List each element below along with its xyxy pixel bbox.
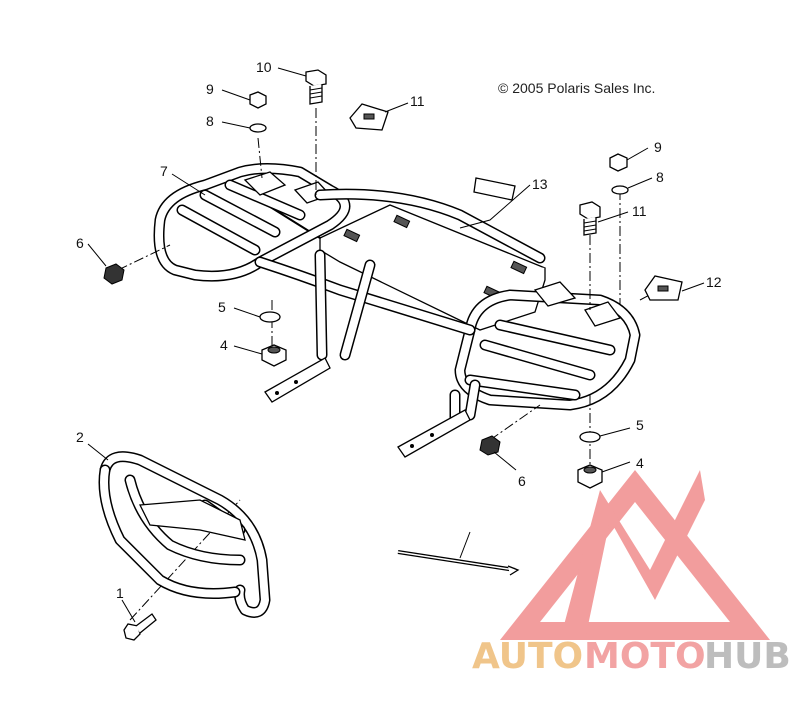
front-bumper-2 (98, 451, 271, 618)
watermark-logo (500, 470, 770, 640)
callout-6-right: 6 (518, 473, 526, 489)
callout-2: 2 (76, 429, 84, 445)
leader-lines (87, 67, 705, 623)
watermark-moto: MOTO (584, 636, 706, 677)
decal-12 (473, 177, 516, 201)
washer-8-left (249, 123, 267, 133)
callout-10-right: 11 (632, 203, 647, 219)
callout-labels: 10 9 8 11 7 6 5 4 9 8 11 12 13 5 4 6 2 1 (76, 59, 722, 601)
callout-1: 1 (116, 585, 124, 601)
watermark-auto: AUTO (472, 636, 583, 677)
nut-9-left (249, 91, 267, 109)
bolt-1 (123, 613, 157, 641)
clamp-11-left (349, 103, 389, 131)
install-lines (117, 108, 656, 621)
nut-4-right (577, 464, 603, 489)
washer-5-left (259, 311, 281, 323)
callout-9-right: 9 (654, 139, 662, 155)
callout-11-left: 11 (410, 93, 425, 109)
callout-8-right: 8 (656, 169, 664, 185)
callout-5-right: 5 (636, 417, 644, 433)
callout-8-left: 8 (206, 113, 214, 129)
callout-9-left: 9 (206, 81, 214, 97)
callout-5-left: 5 (218, 299, 226, 315)
rear-rack-frame (153, 163, 641, 458)
watermark-wordmark: AUTO MOTO HUB (472, 636, 791, 677)
copyright-text: © 2005 Polaris Sales Inc. (498, 80, 655, 96)
callout-12: 13 (532, 176, 548, 192)
nut-9-right (609, 153, 628, 172)
callout-10-left: 10 (256, 59, 272, 75)
nut-6-right (479, 435, 501, 456)
strap-13 (397, 550, 520, 576)
nut-4-left (261, 344, 287, 367)
clamp-11-right (644, 275, 683, 301)
callout-4-left: 4 (220, 337, 228, 353)
nut-6-left (103, 263, 125, 285)
washer-5-right (579, 431, 601, 443)
bolt-10-right (579, 201, 601, 236)
watermark-hub: HUB (704, 636, 791, 677)
bolt-10-left (305, 69, 327, 105)
washer-8-right (611, 185, 629, 195)
callout-4-right: 4 (636, 455, 644, 471)
callout-6-left: 6 (76, 235, 84, 251)
callout-11-right: 12 (706, 274, 722, 290)
callout-7: 7 (160, 163, 168, 179)
